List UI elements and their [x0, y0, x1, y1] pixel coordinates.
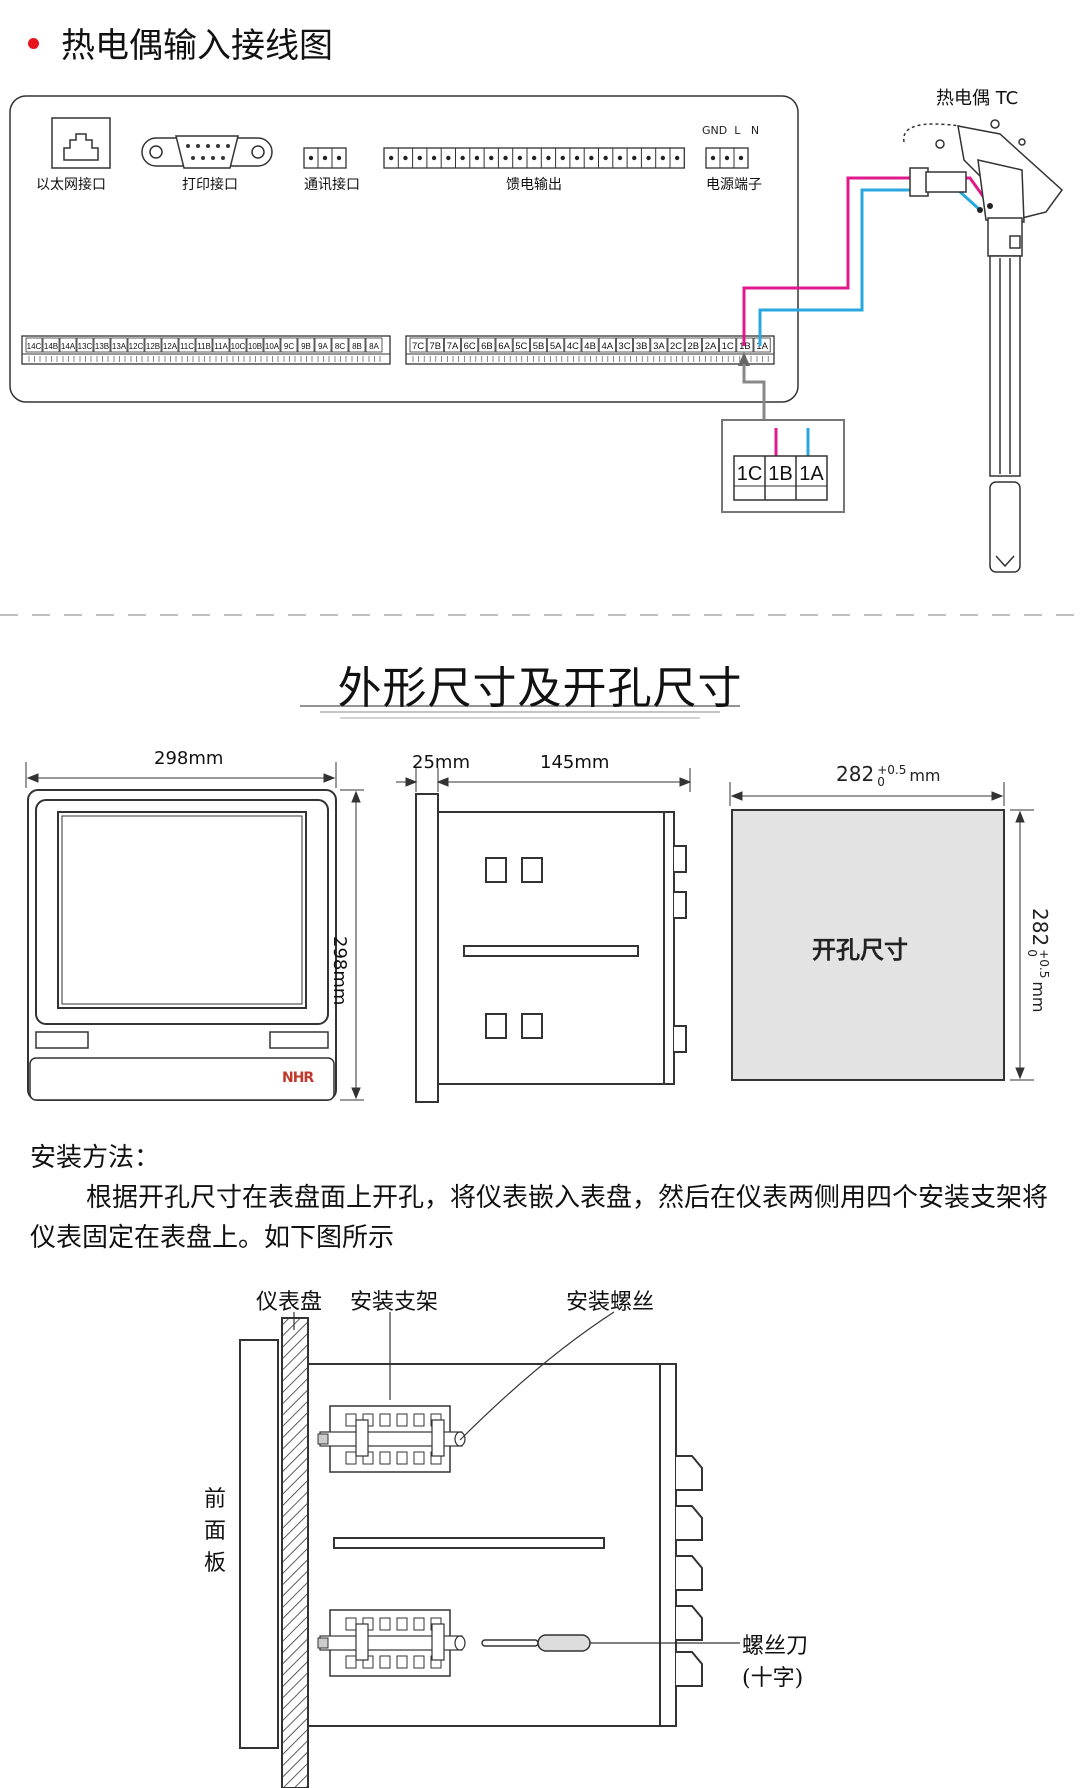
thermocouple-probe-icon: [903, 119, 1064, 573]
zoom-terminal-label: 1B: [768, 463, 792, 485]
front-view-drawing: [27, 789, 337, 1101]
terminal-label: 10A: [265, 342, 280, 351]
side-view-drawing: [415, 793, 687, 1103]
thermocouple-label: 热电偶 TC: [936, 88, 1019, 109]
terminal-label: 9C: [284, 342, 294, 351]
print-port-label: 打印接口: [182, 177, 238, 193]
terminal-label: 8C: [335, 342, 345, 351]
terminal-label: 11C: [180, 342, 194, 351]
cutout-drawing: [731, 809, 1005, 1081]
terminal-label: 1A: [756, 341, 768, 352]
section-wiring-title: 热电偶输入接线图: [28, 18, 333, 67]
terminal-label: 5C: [515, 341, 527, 352]
terminal-label: 13C: [78, 342, 93, 351]
front-height-label: 298mm: [329, 936, 350, 1006]
screwdriver-icon: [481, 1634, 591, 1652]
ethernet-port-label: 以太网接口: [36, 177, 106, 193]
terminal-label: 9B: [301, 342, 311, 351]
terminal-label: 13A: [112, 342, 127, 351]
terminal-label: 9A: [318, 342, 328, 351]
terminal-label: 4B: [584, 341, 596, 352]
ethernet-port-icon: [51, 117, 111, 169]
screwdriver-label: 螺丝刀: [742, 1634, 809, 1659]
comm-port-label: 通讯接口: [304, 177, 360, 193]
terminal-label: 14A: [61, 342, 76, 351]
terminal-label: 2B: [687, 341, 699, 352]
terminal-label: 12C: [129, 342, 144, 351]
section-dimensions-title: 外形尺寸及开孔尺寸: [337, 663, 743, 714]
power-terminal-label: 电源端子: [706, 177, 762, 193]
terminal-label: 5B: [533, 341, 545, 352]
mounting-brackets: [317, 1405, 466, 1677]
bullet-icon: [28, 38, 39, 49]
db9-port-icon: [141, 135, 273, 169]
feed-output-label: 馈电输出: [506, 177, 562, 193]
terminal-label: 3A: [653, 341, 665, 352]
front-width-label: 298mm: [154, 748, 224, 769]
terminal-label: 14B: [44, 342, 58, 351]
terminal-label: 10C: [231, 342, 246, 351]
terminal-label: 10B: [248, 342, 262, 351]
terminal-label: 12A: [163, 342, 178, 351]
terminal-label: 8B: [352, 342, 362, 351]
power-terminal: [705, 147, 749, 169]
terminal-label: 13B: [95, 342, 109, 351]
screwdriver-type-label: (十字): [742, 1666, 804, 1691]
side-panel-label: 25mm: [412, 752, 470, 773]
terminal-label: 1B: [739, 341, 751, 352]
feed-output-terminal: [383, 147, 685, 169]
nhr-logo: NHR: [282, 1070, 314, 1086]
terminal-label: 2C: [670, 341, 682, 352]
panel-board-hatched: [281, 1317, 309, 1788]
front-panel-drawing: [239, 1339, 279, 1749]
zoom-terminal-label: 1A: [799, 463, 824, 485]
install-body: 根据开孔尺寸在表盘面上开孔，将仪表嵌入表盘，然后在仪表两侧用四个安装支架将仪表固…: [30, 1183, 1049, 1253]
front-panel-label: 前面板: [204, 1487, 227, 1576]
terminal-label: 5A: [550, 341, 562, 352]
terminal-label: 7A: [447, 341, 459, 352]
terminal-label: 3C: [618, 341, 630, 352]
terminal-label: 11A: [214, 342, 228, 351]
terminal-label: 7B: [429, 341, 441, 352]
terminal-label: 1C: [722, 341, 734, 352]
side-depth-label: 145mm: [540, 752, 610, 773]
terminal-label: 6A: [498, 341, 510, 352]
terminal-label: 12B: [146, 342, 160, 351]
terminal-label: 14C: [27, 342, 42, 351]
positive-wire: [742, 176, 992, 346]
screw-label: 安装螺丝: [566, 1290, 655, 1315]
install-heading: 安装方法：: [30, 1143, 161, 1173]
zoom-terminal-label: 1C: [737, 463, 763, 485]
cutout-label: 开孔尺寸: [812, 936, 908, 964]
terminal-label: 3B: [636, 341, 648, 352]
panel-label: 仪表盘: [256, 1290, 323, 1315]
terminal-label: 4A: [601, 341, 613, 352]
terminal-label: 8A: [369, 342, 379, 351]
terminal-strip-right: 7C 7B 7A 6C 6B 6A 5C 5B 5A 4C 4B 4A 3C 3B 3A 2C 2B 2A 1C 1B…: [405, 335, 775, 365]
instrument-rear-panel: [9, 95, 799, 403]
comm-port-terminal: [303, 147, 347, 169]
power-pins-label: GND L N: [702, 124, 760, 137]
terminal-label: 6B: [481, 341, 493, 352]
terminal-label: 4C: [567, 341, 579, 352]
terminal-label: 2A: [705, 341, 717, 352]
negative-wire: [758, 188, 982, 346]
terminal-label: 7C: [412, 341, 424, 352]
terminal-label: 6C: [464, 341, 476, 352]
terminal-label: 11B: [197, 342, 211, 351]
bracket-label: 安装支架: [350, 1290, 439, 1315]
